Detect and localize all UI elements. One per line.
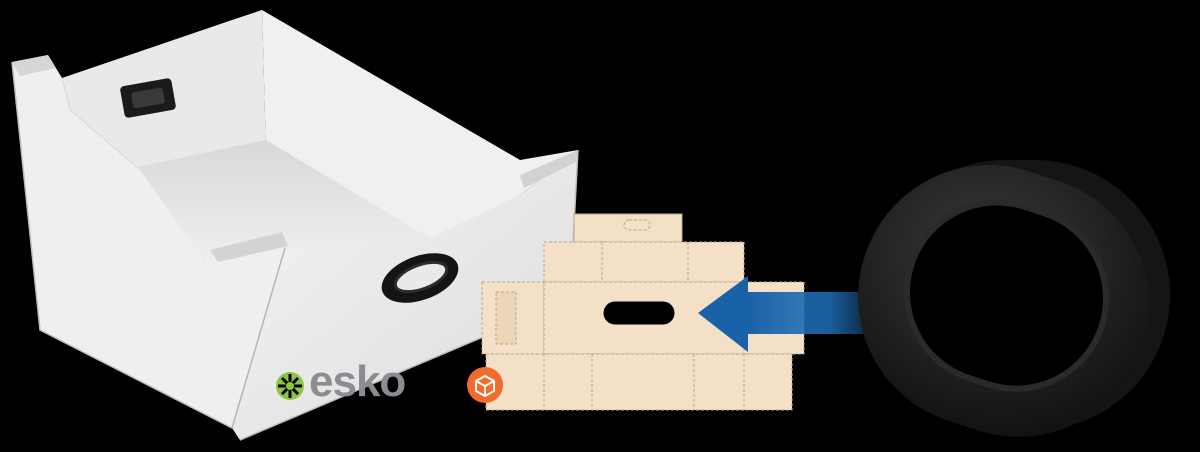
front-handle <box>381 253 459 303</box>
plastic-handle-insert <box>858 160 1170 437</box>
cube-icon <box>467 367 503 403</box>
dieline-handle-hole <box>603 301 675 325</box>
esko-logo-text: esko <box>309 357 406 406</box>
white-tray <box>11 10 579 441</box>
esko-logo-mark <box>276 372 304 400</box>
